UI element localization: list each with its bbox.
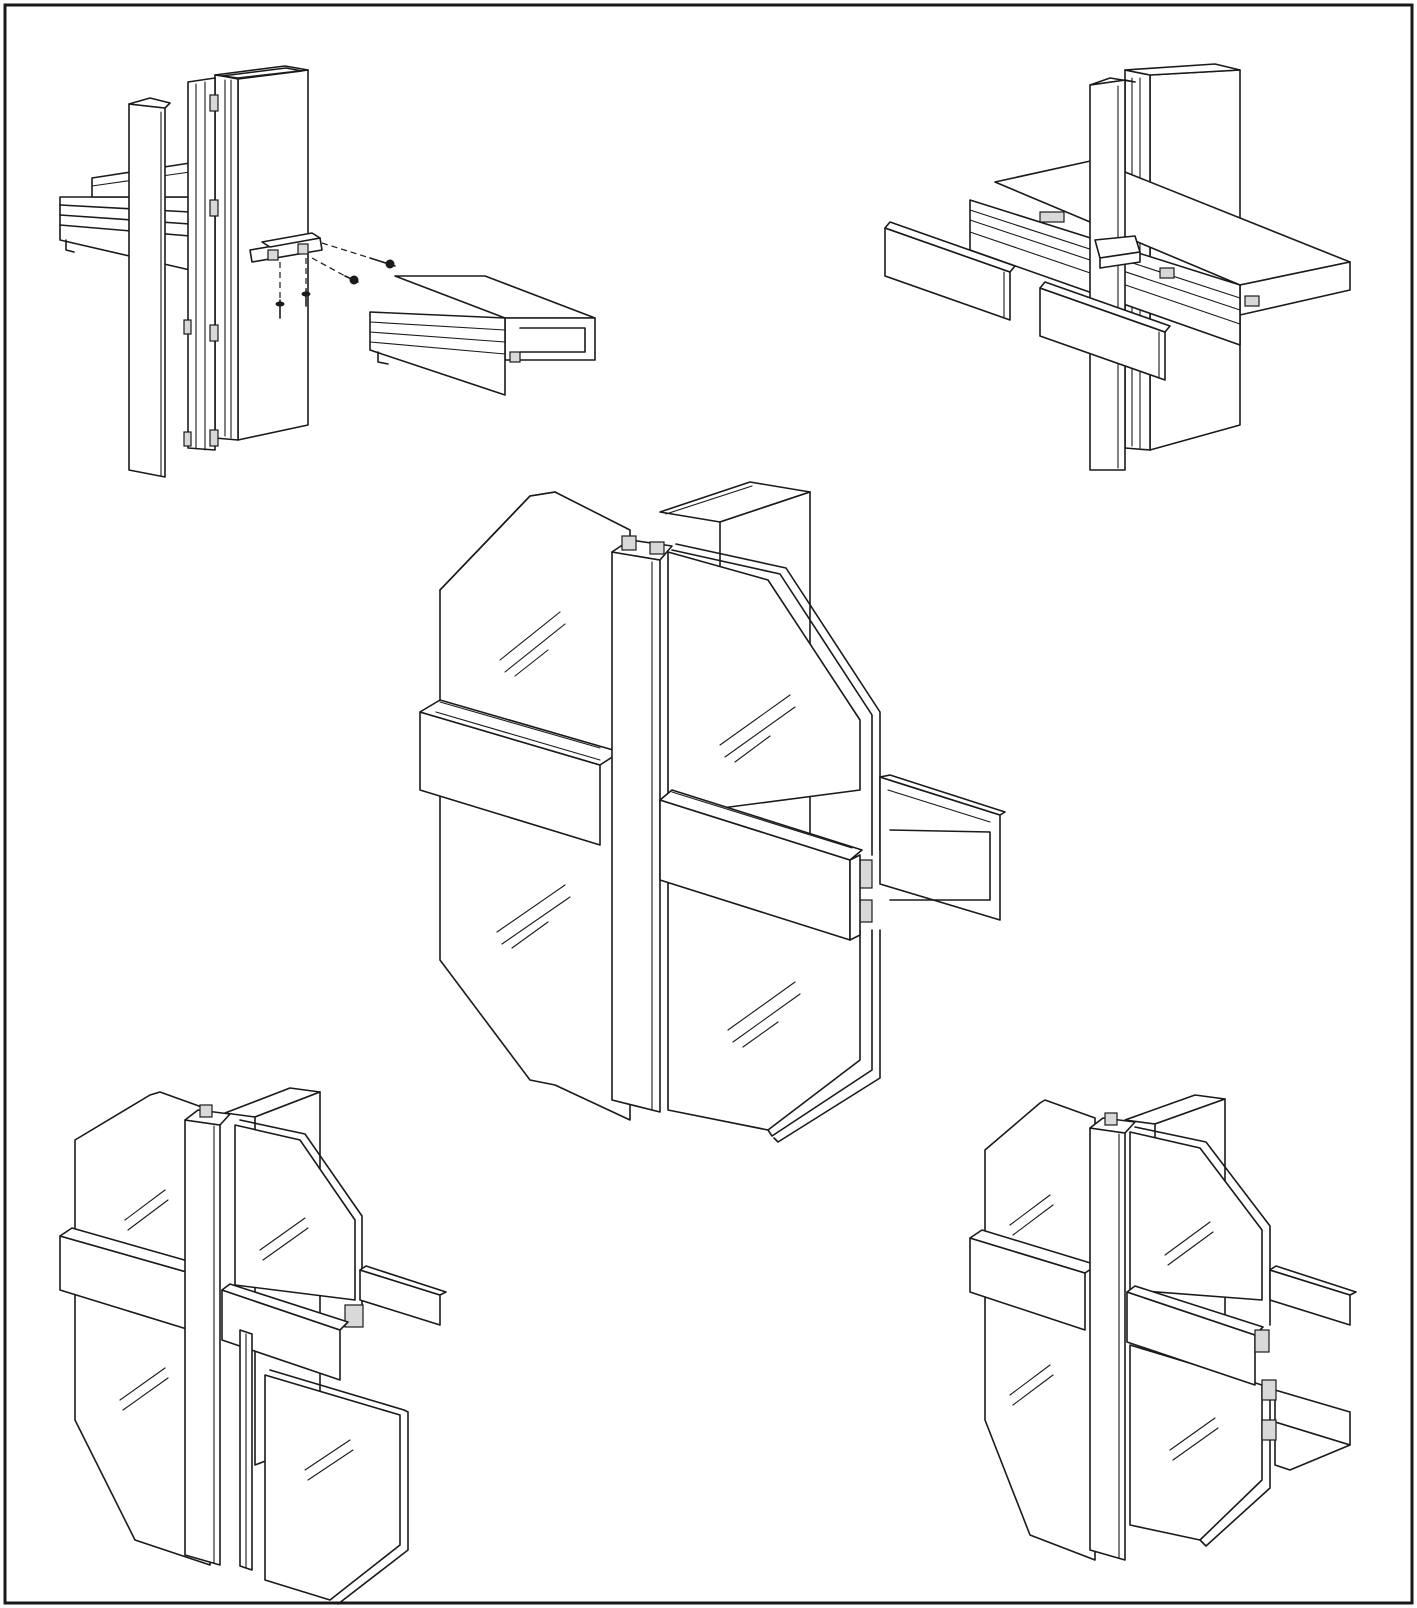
glass-reflection-ll — [496, 884, 571, 949]
lr-mullion-cap — [1089, 1112, 1136, 1561]
main-transom-box — [849, 774, 1006, 923]
anchor-screws — [275, 242, 396, 319]
ll-glass-right-upper — [234, 1119, 363, 1321]
screw-1 — [369, 257, 396, 269]
glass-reflection-ll1 — [124, 1189, 169, 1231]
main-transom-cap-left — [419, 699, 621, 846]
ll-mullion-rear-lower — [239, 1329, 253, 1571]
lr-glass-left — [984, 1099, 1096, 1561]
lr-transom-box-upper — [1269, 1265, 1357, 1326]
glass-reflection-lr — [727, 981, 801, 1048]
lr-transom-cap-left — [969, 1229, 1098, 1331]
ll-mullion-cap — [184, 1104, 231, 1566]
lr-glass-right-upper — [1129, 1126, 1271, 1326]
transom-left-extrusion — [59, 162, 191, 271]
glass-reflection-ll2 — [119, 1367, 169, 1411]
anchor-clip — [249, 232, 323, 263]
glass-upper-right — [667, 543, 881, 856]
screw-2 — [344, 275, 359, 285]
glass-reflection-ul — [499, 611, 566, 677]
cover-panel-left — [884, 221, 1016, 321]
view-main-node — [419, 481, 1006, 1143]
glass-reflection-ur — [719, 694, 796, 763]
transom-right-piece — [369, 275, 596, 396]
cover-panel-right — [1039, 281, 1171, 381]
view-lower-left — [59, 1087, 447, 1605]
glass-lower-right — [667, 869, 881, 1143]
lr-transom-cap-right — [1126, 1285, 1270, 1386]
view-pressure-plate — [884, 63, 1351, 471]
main-transom-cap-right — [659, 789, 863, 941]
ll-transom-cap-right — [221, 1283, 349, 1381]
lr-transom-install — [1261, 1379, 1351, 1471]
view-exploded-anchor — [59, 65, 596, 478]
sheet-border — [3, 3, 1414, 1605]
mullion-cover-cap — [128, 97, 171, 478]
screw-3 — [275, 299, 285, 319]
mullion-gasket-strip — [183, 77, 219, 451]
screw-4 — [301, 289, 311, 307]
view-lower-right — [969, 1094, 1357, 1561]
ll-transom-box — [344, 1265, 447, 1328]
connector-block — [1094, 235, 1141, 269]
ll-glass-panel-install — [264, 1369, 409, 1605]
